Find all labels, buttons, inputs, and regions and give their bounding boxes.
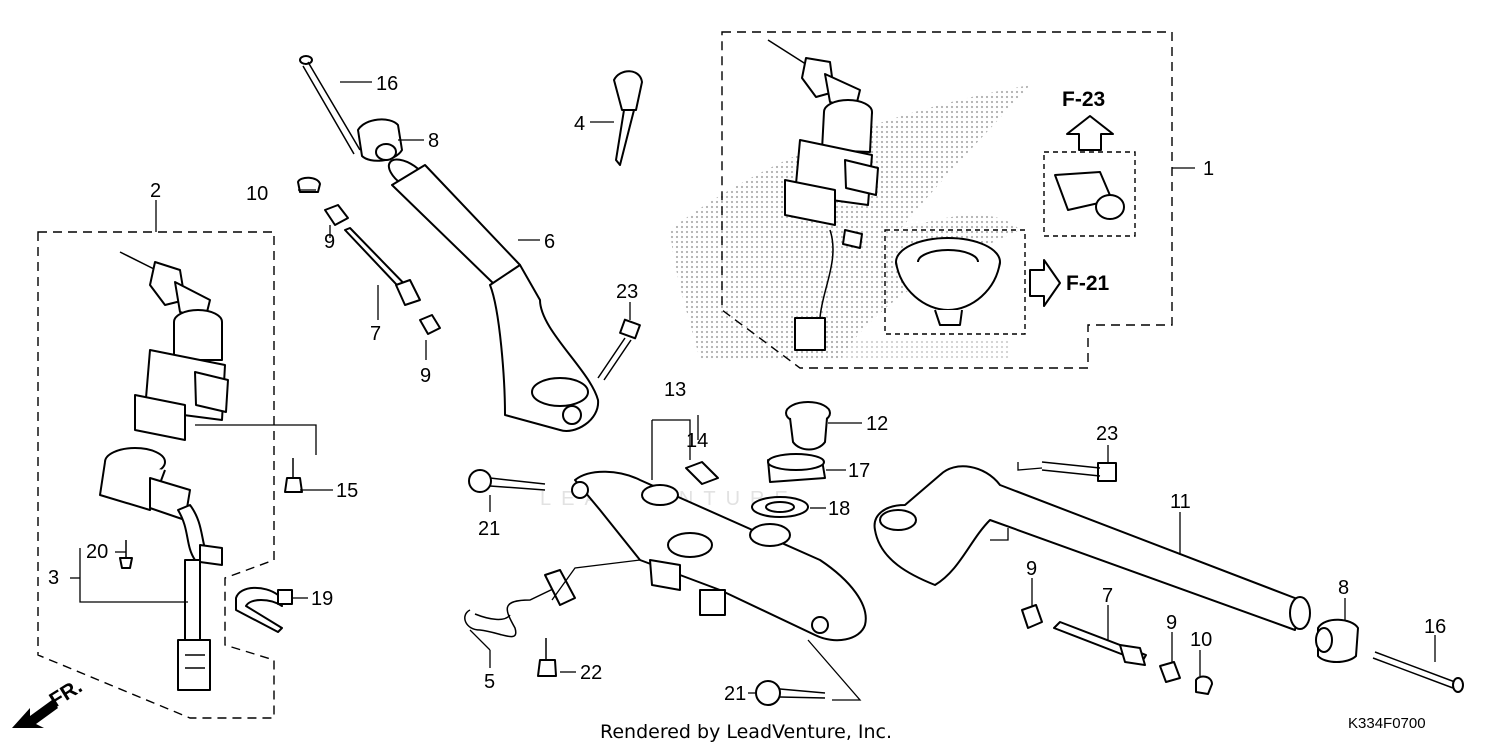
collar-9-left-lower — [419, 314, 441, 335]
callout-2: 2 — [150, 180, 161, 202]
callout-20: 20 — [86, 541, 108, 563]
plate-14 — [685, 461, 719, 485]
washer-18 — [751, 496, 809, 518]
callout-23-left: 23 — [616, 281, 638, 303]
callout-21-left: 21 — [478, 518, 500, 540]
bolt-15 — [284, 458, 303, 493]
cap-12 — [785, 401, 831, 451]
callout-14: 14 — [686, 430, 708, 452]
callout-15: 15 — [336, 480, 358, 502]
callout-12: 12 — [866, 413, 888, 435]
watermark-wing — [670, 85, 1030, 360]
bolt-16-top — [299, 55, 361, 155]
callout-10-left: 10 — [246, 183, 268, 205]
callout-16-right: 16 — [1424, 616, 1446, 638]
group-box-2 — [37, 231, 275, 719]
diagram-code: K334F0700 — [1348, 715, 1426, 732]
callout-10-right: 10 — [1190, 629, 1212, 651]
clip-10-right — [1195, 675, 1213, 695]
callout-9-right-left: 9 — [1026, 558, 1037, 580]
callout-16-top: 16 — [376, 73, 398, 95]
ref-f21[interactable]: F-21 — [1066, 272, 1110, 295]
weight-8-right — [1315, 618, 1359, 663]
group-box-1 — [721, 31, 1173, 369]
callout-17: 17 — [848, 460, 870, 482]
handlebar-6 — [387, 158, 600, 432]
clamp-19 — [235, 586, 293, 633]
weight-8-top — [357, 118, 403, 162]
collar-9-left-upper — [324, 204, 349, 226]
screw-20 — [119, 540, 133, 569]
bolt-16-right — [1372, 651, 1464, 693]
callout-22: 22 — [580, 662, 602, 684]
wire-guide-5 — [464, 569, 576, 638]
callout-13: 13 — [664, 379, 686, 401]
callout-labels: 1 2 3 4 5 6 7 7 8 8 9 9 9 9 10 10 11 12 … — [48, 73, 1446, 705]
callout-7-right: 7 — [1102, 585, 1113, 607]
callout-19: 19 — [311, 588, 333, 610]
nut-17 — [767, 453, 826, 483]
collar-9-right-right — [1159, 661, 1181, 683]
pin-7-right — [1053, 621, 1147, 666]
bolt-23-left — [597, 318, 641, 381]
subbox-f21 — [884, 229, 1026, 335]
handlebar-11 — [873, 465, 1311, 631]
bolt-23-right — [1041, 461, 1117, 482]
callout-3: 3 — [48, 567, 59, 589]
callout-1: 1 — [1203, 158, 1214, 180]
callout-18: 18 — [828, 498, 850, 520]
switch-base-3 — [99, 447, 223, 691]
callout-9-left-lower: 9 — [420, 365, 431, 387]
callout-21-bottom: 21 — [724, 683, 746, 705]
callout-8-top: 8 — [428, 130, 439, 152]
pin-7-left — [344, 227, 421, 306]
callout-6: 6 — [544, 231, 555, 253]
ignition-switch-left — [119, 251, 229, 441]
leader-lines — [70, 81, 1436, 701]
callout-9-right-right: 9 — [1166, 612, 1177, 634]
render-credit: Rendered by LeadVenture, Inc. — [600, 721, 892, 743]
bolt-21-left — [468, 469, 546, 493]
callout-7-left: 7 — [370, 323, 381, 345]
clip-10-left — [297, 176, 321, 193]
callout-9-left-upper: 9 — [324, 231, 335, 253]
callout-4: 4 — [574, 113, 585, 135]
key-4 — [613, 70, 643, 166]
front-direction-arrow — [12, 700, 58, 728]
ignition-switch-right — [767, 39, 879, 351]
arrow-right-f21 — [1029, 259, 1061, 307]
subbox-f23 — [1043, 151, 1136, 237]
callout-8-right: 8 — [1338, 577, 1349, 599]
callout-5: 5 — [484, 671, 495, 693]
collar-9-right-left — [1021, 604, 1043, 629]
arrow-up-f23 — [1066, 115, 1114, 151]
top-bridge-13 — [571, 470, 867, 642]
bolt-21-bottom — [755, 680, 826, 706]
ref-f23[interactable]: F-23 — [1062, 88, 1105, 111]
bolt-22 — [537, 638, 557, 677]
callout-11: 11 — [1170, 491, 1191, 513]
callout-23-right: 23 — [1096, 423, 1118, 445]
